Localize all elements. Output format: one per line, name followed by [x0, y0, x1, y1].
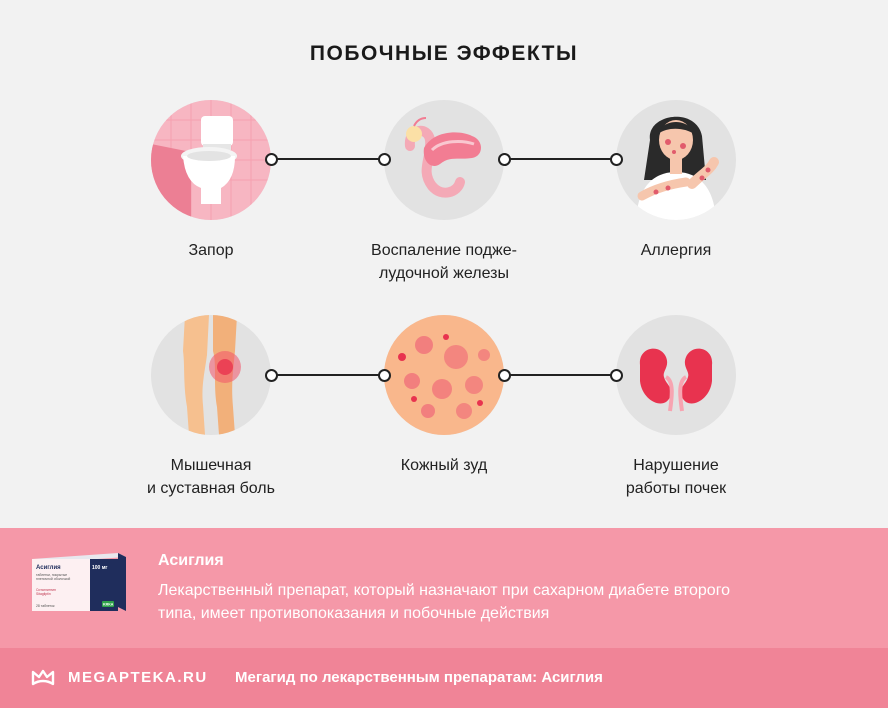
connector-dot: [378, 153, 391, 166]
footer-tagline: Мегагид по лекарственным препаратам: Аси…: [235, 669, 603, 686]
connector-dot: [498, 369, 511, 382]
effect-label-muscle-pain: Мышечная и суставная боль: [147, 457, 275, 497]
connector-dot: [265, 369, 278, 382]
package-form-2: пленочной оболочкой: [36, 577, 70, 581]
package-count: 28 таблеток: [36, 604, 55, 608]
connector-dot: [610, 153, 623, 166]
skin-rash-icon: [384, 315, 504, 435]
connector-line: [271, 158, 384, 160]
connector-dot: [610, 369, 623, 382]
effect-label-allergy: Аллергия: [640, 242, 712, 259]
effect-label-kidney: Нарушение работы почек: [625, 457, 727, 497]
connector-dot: [265, 153, 278, 166]
connector-dot: [498, 153, 511, 166]
effect-label-pancreatitis: Воспаление подже- лудочной железы: [371, 242, 517, 282]
pancreas-icon: [384, 100, 504, 220]
effect-label-itching: Кожный зуд: [400, 457, 488, 474]
package-maker: KRKA: [103, 603, 114, 607]
footer-brand[interactable]: MEGAPTEKA.RU: [68, 669, 208, 686]
megapteka-logo-icon: [31, 669, 55, 686]
package-inn-1: Ситаглиптин: [36, 588, 56, 592]
connector-line: [504, 158, 616, 160]
drug-package-image: Асиглия таблетки, покрытые пленочной обо…: [32, 553, 126, 611]
package-brand: Асиглия: [36, 565, 61, 571]
toilet-icon: [151, 100, 271, 220]
connector-line: [271, 374, 384, 376]
drug-description: Лекарственный препарат, который назначаю…: [158, 582, 731, 622]
drug-info-panel: [0, 528, 888, 648]
page-title: ПОБОЧНЫЕ ЭФФЕКТЫ: [309, 42, 579, 65]
drug-name: Асиглия: [158, 552, 224, 569]
allergy-woman-icon: [616, 100, 736, 220]
effect-label-constipation: Запор: [188, 242, 234, 259]
legs-pain-icon: [151, 315, 271, 435]
package-inn-2: Sitagliptin: [36, 592, 51, 596]
footer-bar: [0, 648, 888, 708]
connector-dot: [378, 369, 391, 382]
kidneys-icon: [616, 315, 736, 435]
package-form-1: таблетки, покрытые: [36, 573, 67, 577]
connector-line: [504, 374, 616, 376]
package-dose: 100 мг: [92, 565, 108, 571]
